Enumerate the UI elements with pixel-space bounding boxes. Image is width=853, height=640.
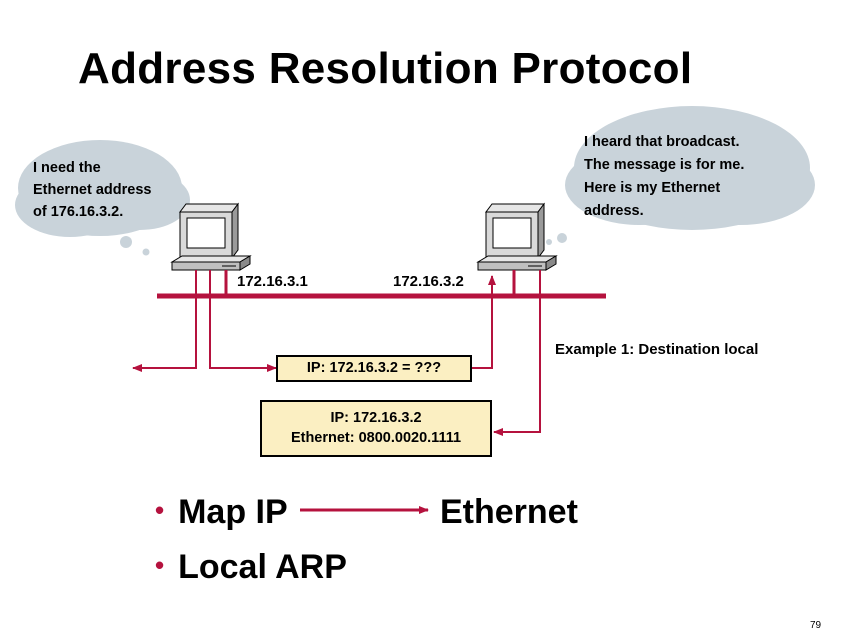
- bullet-dot: •: [155, 550, 165, 580]
- arp-request-box: IP: 172.16.3.2 = ???: [276, 355, 472, 382]
- left-bubble-line: Ethernet address: [33, 182, 152, 198]
- right-bubble-text: I heard that broadcast. The message is f…: [584, 131, 744, 223]
- arp-request-text: IP: 172.16.3.2 = ???: [306, 360, 442, 376]
- bullet-local-arp-text: Local ARP: [178, 548, 347, 586]
- page-number: 79: [810, 620, 822, 631]
- bullet-map-ip-text: Map IP: [178, 493, 288, 531]
- left-bubble-line: of 176.16.3.2.: [33, 204, 124, 220]
- right-thought-bubble: [546, 106, 815, 245]
- right-bubble-line: I heard that broadcast.: [584, 134, 740, 150]
- example-label: Example 1: Destination local: [555, 341, 759, 358]
- left-thought-bubble: [15, 140, 190, 256]
- left-bubble-line: I need the: [33, 160, 101, 176]
- bullet-local-arp: • Local ARP: [155, 548, 347, 587]
- computer-icon: [170, 202, 252, 271]
- bullet-map-ip: • Map IP: [155, 493, 288, 532]
- arp-reply-ip: IP: 172.16.3.2: [330, 410, 422, 426]
- host2-ip-label: 172.16.3.2: [393, 273, 464, 290]
- right-bubble-line: Here is my Ethernet: [584, 180, 721, 196]
- arp-reply-ethernet: Ethernet: 0800.0020.1111: [290, 430, 462, 446]
- right-bubble-line: address.: [584, 203, 644, 219]
- reply-path: [493, 270, 541, 436]
- request-path: [209, 270, 277, 372]
- right-bubble-line: The message is for me.: [584, 157, 745, 173]
- page-title: Address Resolution Protocol: [78, 44, 693, 93]
- request-to-host2-path: [472, 275, 496, 369]
- broadcast-path: [132, 270, 197, 372]
- arp-reply-box: IP: 172.16.3.2 Ethernet: 0800.0020.1111: [260, 400, 492, 457]
- bullet-ethernet-text: Ethernet: [440, 493, 578, 531]
- bullet-dot: •: [155, 495, 165, 525]
- left-bubble-text: I need the Ethernet address of 176.16.3.…: [33, 157, 151, 223]
- host1-ip-label: 172.16.3.1: [237, 273, 308, 290]
- computer-icon: [476, 202, 558, 271]
